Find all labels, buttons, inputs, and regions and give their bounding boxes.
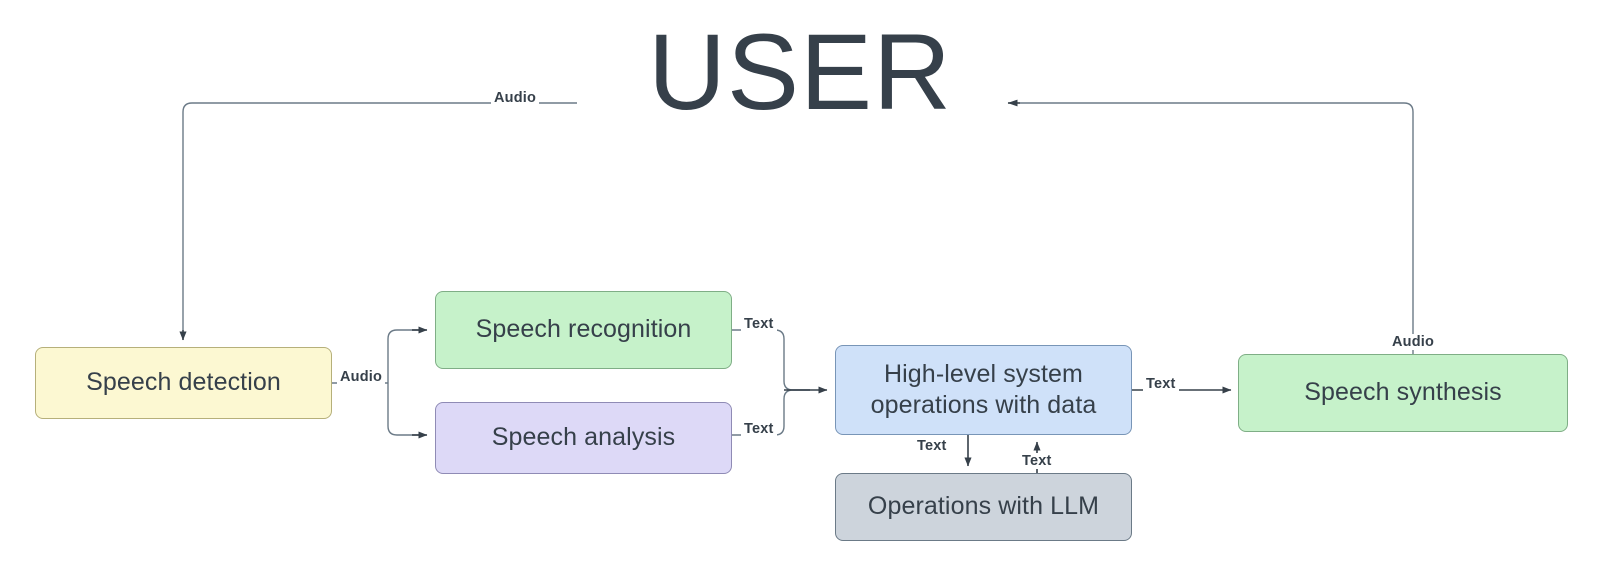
node-highlevel-system-operations-label: High-level system operations with data	[870, 359, 1097, 419]
edge-label-analysis-to-highlevel: Text	[741, 421, 777, 437]
node-operations-with-llm[interactable]: Operations with LLM	[835, 473, 1132, 541]
edge-label-llm-to-highlevel: Text	[1019, 453, 1055, 469]
node-speech-recognition-label: Speech recognition	[475, 315, 692, 344]
edge-detection-to-analysis	[387, 382, 420, 436]
edge-label-highlevel-to-llm: Text	[914, 438, 950, 454]
edge-detection-to-recognition	[387, 329, 420, 384]
edge-label-detection-branch: Audio	[337, 369, 386, 385]
edge-label-synthesis-to-user: Audio	[1389, 334, 1438, 350]
node-speech-recognition[interactable]: Speech recognition	[435, 291, 732, 369]
node-speech-synthesis[interactable]: Speech synthesis	[1238, 354, 1568, 432]
edge-synthesis-to-user	[1020, 102, 1414, 354]
edge-label-recognition-to-highlevel: Text	[741, 316, 777, 332]
node-speech-analysis[interactable]: Speech analysis	[435, 402, 732, 474]
edge-user-to-detection	[182, 102, 577, 330]
edge-recognition-to-highlevel	[732, 329, 810, 391]
edge-label-user-to-detection: Audio	[491, 90, 540, 106]
node-speech-synthesis-label: Speech synthesis	[1304, 378, 1502, 407]
edge-label-highlevel-to-synthesis: Text	[1143, 376, 1179, 392]
node-speech-detection-label: Speech detection	[86, 368, 281, 397]
node-speech-analysis-label: Speech analysis	[491, 423, 676, 452]
node-operations-with-llm-label: Operations with LLM	[867, 492, 1100, 521]
page-title: USER	[647, 11, 953, 132]
node-speech-detection[interactable]: Speech detection	[35, 347, 332, 419]
node-highlevel-system-operations[interactable]: High-level system operations with data	[835, 345, 1132, 435]
